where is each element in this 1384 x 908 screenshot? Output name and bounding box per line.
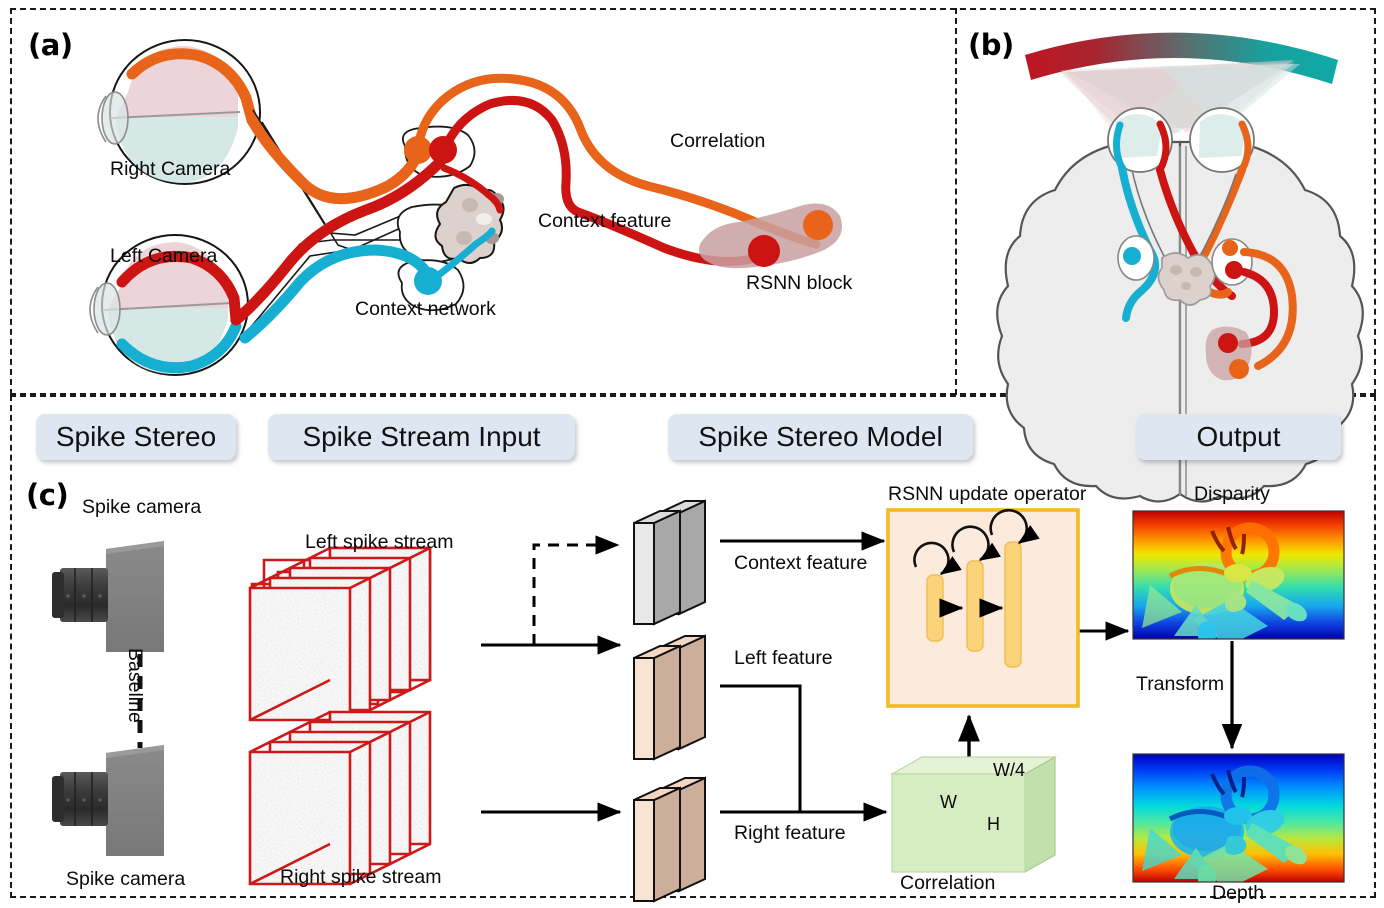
label-left-feature: Left feature xyxy=(734,647,833,669)
label-right-feature: Right feature xyxy=(734,822,846,844)
left-spike-stream-cube xyxy=(248,546,432,722)
cone-right-eye xyxy=(1160,64,1300,130)
rsnn-orange-node xyxy=(803,210,833,240)
label-correlation-c: Correlation xyxy=(900,872,996,894)
label-spike-camera-bottom: Spike camera xyxy=(66,868,186,890)
red-branch-to-lgn xyxy=(440,164,504,214)
panel-letter-a: (a) xyxy=(28,28,73,62)
correlation-cube xyxy=(889,755,1058,874)
header-badge-output: Output xyxy=(1136,414,1341,460)
orange-path-eye-to-chiasm xyxy=(246,114,424,205)
brain-cyan-tract xyxy=(1118,164,1160,322)
red-node-chiasm xyxy=(429,136,457,164)
label-right-spike-stream: Right spike stream xyxy=(280,866,442,888)
label-baseline: Baseline xyxy=(124,648,146,723)
brain-red-node xyxy=(1225,261,1243,279)
right-feature-blocks xyxy=(633,776,706,903)
label-correlation-a: Correlation xyxy=(670,130,766,152)
label-right-camera: Right Camera xyxy=(110,158,231,180)
brain-red-tract xyxy=(1156,166,1236,300)
spike-camera-top xyxy=(52,541,164,652)
brain-cyan-node xyxy=(1123,247,1141,265)
label-rsnn-block: RSNN block xyxy=(746,272,853,294)
disparity-image xyxy=(1132,510,1345,640)
header-badge-spike-stereo: Spike Stereo xyxy=(36,414,236,460)
label-context-network: Context network xyxy=(355,298,496,320)
cone-left-eye xyxy=(1060,68,1200,130)
brain-v1-orange-node xyxy=(1229,359,1249,379)
label-disparity: Disparity xyxy=(1194,483,1270,505)
rsnn-red-node xyxy=(748,235,780,267)
label-context-feature-c: Context feature xyxy=(734,552,868,574)
brain-orange-node xyxy=(1222,240,1238,256)
left-camera-eye xyxy=(89,234,249,376)
label-left-camera: Left Camera xyxy=(110,245,218,267)
panel-divider xyxy=(955,8,957,395)
recurrent-loop-3 xyxy=(989,508,1040,545)
cyan-path-eye xyxy=(239,244,432,344)
depth-image xyxy=(1132,753,1345,883)
red-path-context-feature xyxy=(435,95,767,266)
cyan-branch-to-lgn xyxy=(428,227,496,284)
header-badge-spike-stereo-model: Spike Stereo Model xyxy=(668,414,973,460)
panel-letter-b: (b) xyxy=(968,28,1014,62)
brain-eye-left xyxy=(1107,107,1173,174)
label-context-feature-a: Context feature xyxy=(538,210,672,232)
brain-v1-red-node xyxy=(1218,333,1238,353)
stimulus-gradient-bar xyxy=(1025,32,1338,84)
context-feature-blocks xyxy=(633,499,706,626)
lgn-blob xyxy=(434,183,505,264)
label-corr-dim-w: W xyxy=(940,792,957,812)
recurrent-loop-2 xyxy=(951,525,1001,562)
label-transform: Transform xyxy=(1136,673,1225,695)
brain-red-v1 xyxy=(1238,268,1279,348)
cyan-node-context xyxy=(414,267,442,295)
rsnn-block-blob xyxy=(699,203,842,269)
recurrent-loop-1 xyxy=(913,541,962,576)
right-spike-stream-cube xyxy=(248,710,432,886)
brain-lgn xyxy=(1157,252,1216,306)
label-left-spike-stream: Left spike stream xyxy=(305,531,454,553)
label-corr-dim-h: H xyxy=(987,814,1000,834)
orange-node-chiasm xyxy=(404,136,432,164)
right-camera-eye xyxy=(97,39,261,185)
header-badge-spike-stream-input: Spike Stream Input xyxy=(268,414,575,460)
spike-camera-bottom xyxy=(52,745,164,856)
line-left-feature-merge xyxy=(720,684,802,812)
label-spike-camera-top: Spike camera xyxy=(82,496,202,518)
brain-orange-v1 xyxy=(1240,248,1297,370)
brain-eye-right xyxy=(1189,107,1255,174)
label-depth: Depth xyxy=(1212,882,1265,904)
arrow-dashed-to-context xyxy=(532,535,620,645)
panel-letter-c: (c) xyxy=(26,478,69,512)
left-feature-blocks xyxy=(633,634,706,761)
label-rsnn-update-operator: RSNN update operator xyxy=(888,483,1087,505)
red-path-eye-to-chiasm xyxy=(230,156,446,326)
rsnn-update-operator-box xyxy=(886,508,1080,708)
label-corr-dim-w4: W/4 xyxy=(993,760,1026,780)
